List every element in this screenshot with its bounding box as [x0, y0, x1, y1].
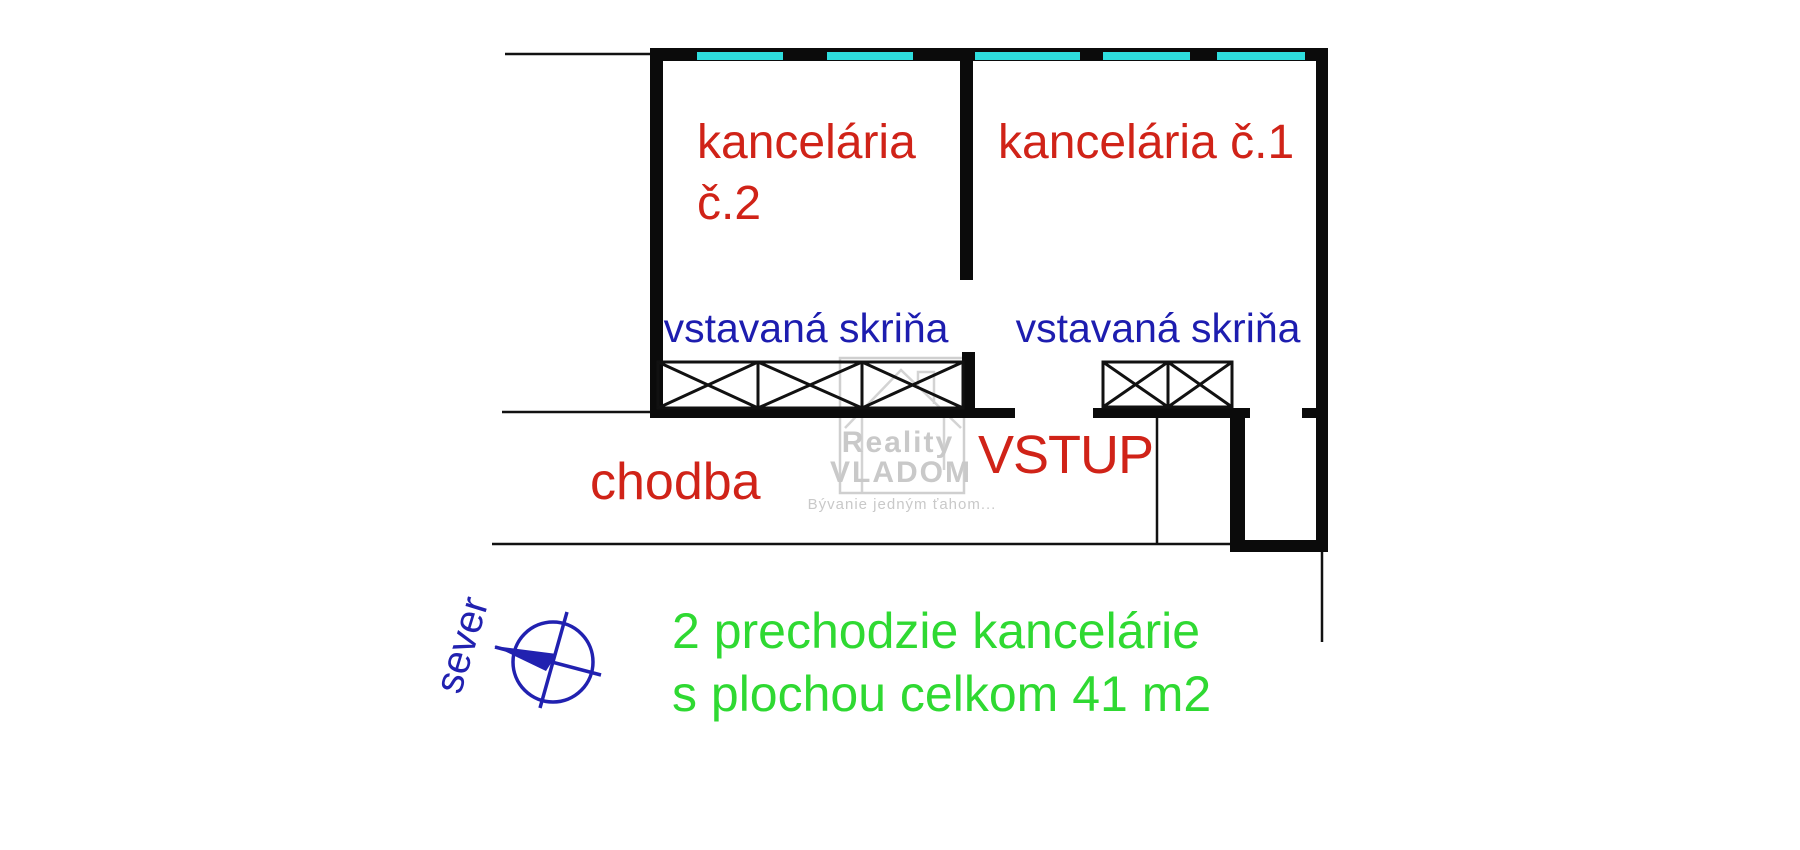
window-segment: [1103, 52, 1190, 60]
office1-door-jamb: [1302, 408, 1316, 418]
compass-needle: [494, 646, 557, 671]
wardrobe2-end-wall: [962, 352, 975, 410]
caption-line2: s plochou celkom 41 m2: [672, 666, 1212, 722]
windows: [697, 52, 1305, 60]
watermark-house-icon: [844, 368, 962, 492]
wardrobe1-label: vstavaná skriňa: [1015, 305, 1301, 351]
office2-label-line1: kancelária: [697, 116, 916, 169]
entry-nook-left-wall: [1230, 418, 1245, 545]
watermark-frame: [838, 356, 966, 495]
watermark-brand-line2: VLADOM: [830, 456, 972, 489]
window-segment: [1217, 52, 1305, 60]
office2-bottom-wall: [650, 408, 1015, 418]
entrance-label: VSTUP: [978, 425, 1154, 485]
compass-icon: [494, 611, 602, 709]
office2-label-line2: č.2: [697, 177, 762, 230]
office1-bottom-wall: [1093, 408, 1250, 418]
plan-bottom-wall: [1230, 540, 1328, 552]
window-segment: [827, 52, 913, 60]
right-wall: [1316, 48, 1328, 552]
watermark-brand-line1: Reality: [841, 426, 955, 459]
thin-lines: [492, 52, 1324, 642]
office1-label: kancelária č.1: [998, 116, 1295, 169]
window-segment: [975, 52, 1080, 60]
left-wall: [650, 48, 663, 418]
wardrobe-office1: [1101, 360, 1234, 409]
window-segment: [697, 52, 783, 60]
caption-line1: 2 prechodzie kancelárie: [672, 603, 1201, 659]
corridor-label: chodba: [590, 453, 761, 511]
watermark-logo: [838, 356, 966, 495]
wardrobe2-label: vstavaná skriňa: [663, 305, 949, 351]
watermark-slogan: Bývanie jedným ťahom...: [807, 496, 997, 513]
walls: [650, 48, 1328, 552]
divider-wall: [960, 48, 973, 280]
wardrobe-office2: [656, 360, 965, 410]
